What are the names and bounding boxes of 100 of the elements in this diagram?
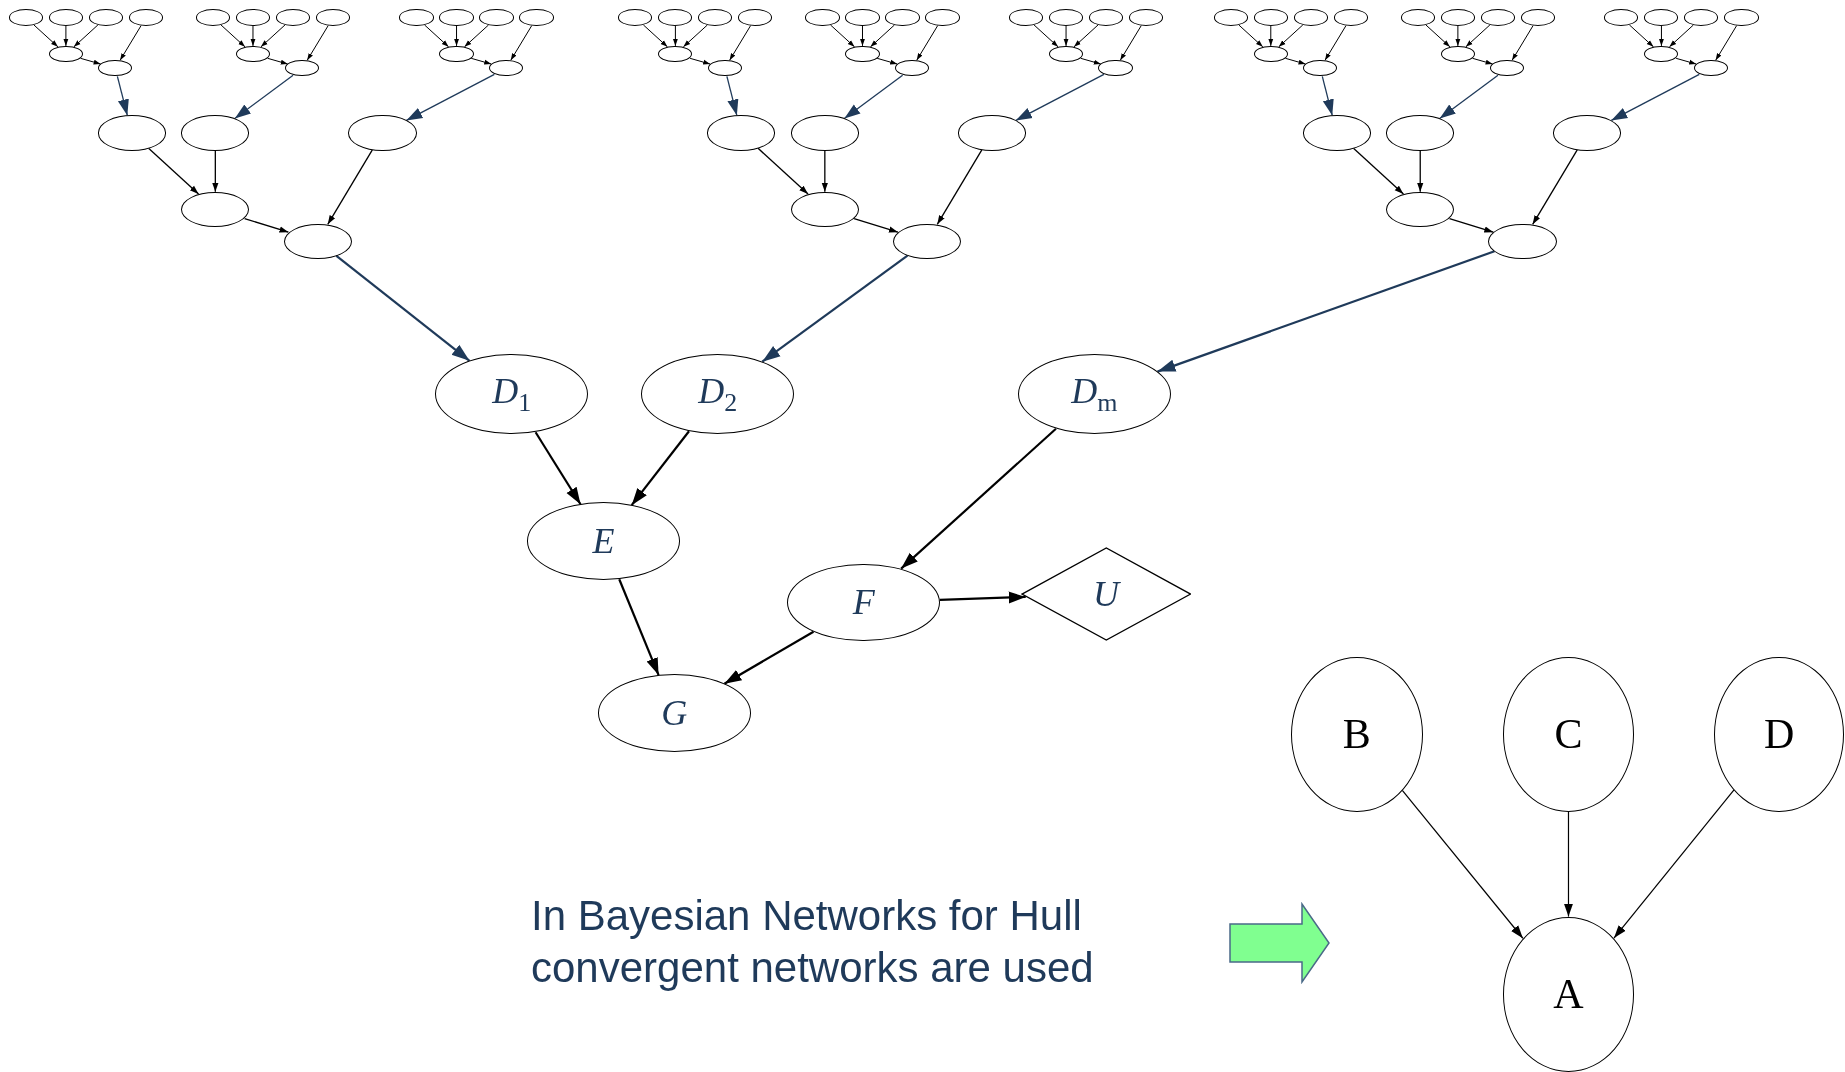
ellipse-node [48, 45, 83, 63]
ellipse-node [98, 60, 133, 77]
ellipse-node [738, 9, 773, 26]
arrow [900, 428, 1057, 570]
arrow [936, 149, 983, 225]
ellipse-node [925, 9, 960, 26]
arrow [260, 24, 286, 48]
ellipse-node [805, 9, 840, 26]
arrow [1613, 789, 1735, 939]
ellipse-node [181, 115, 250, 151]
arrow [1119, 25, 1142, 61]
arrow [1268, 25, 1274, 47]
arrow [250, 25, 256, 47]
node-label: G [661, 692, 688, 735]
arrow [618, 578, 660, 676]
arrow [534, 431, 582, 505]
arrow [470, 57, 492, 65]
ellipse-node [893, 223, 962, 259]
arrow [916, 25, 939, 61]
arrow [821, 149, 828, 193]
arrow [869, 24, 895, 48]
arrow [73, 24, 99, 48]
ellipse-node [1644, 45, 1679, 63]
arrow [1439, 74, 1499, 120]
arrow [220, 24, 246, 48]
ellipse-node [1333, 9, 1368, 26]
arrow [80, 57, 102, 65]
ellipse-node [1089, 9, 1124, 26]
node-label: C [1554, 710, 1583, 759]
arrow [672, 25, 678, 47]
ellipse-node [1303, 60, 1338, 77]
ellipse-node [235, 45, 270, 63]
ellipse-node [1440, 45, 1475, 63]
arrow [1238, 24, 1264, 48]
arrow [829, 24, 855, 48]
arrow [682, 24, 708, 48]
ellipse-node [519, 9, 554, 26]
arrow [306, 25, 329, 61]
node-label: F [852, 581, 875, 624]
node-label: E [592, 520, 615, 563]
arrow [642, 24, 668, 48]
ellipse-node [181, 191, 250, 228]
ellipse-node [1400, 9, 1435, 26]
arrow [761, 254, 909, 363]
ellipse-node [1553, 115, 1622, 151]
node-label: D$_{2}$ [698, 370, 738, 419]
ellipse-node [658, 9, 693, 26]
arrow [1015, 73, 1105, 122]
ellipse-node [618, 9, 653, 26]
arrow [876, 57, 898, 65]
arrow [1610, 73, 1700, 122]
ellipse-node [1644, 9, 1679, 26]
arrow [1659, 25, 1664, 47]
ellipse-node [790, 191, 859, 228]
ellipse-node [1009, 9, 1044, 26]
arrow [147, 147, 200, 195]
arrow [1425, 24, 1451, 48]
node-label: D$_{1}$ [492, 370, 532, 419]
ellipse-node [1480, 9, 1515, 26]
arrow [1033, 24, 1059, 48]
arrow [1511, 25, 1534, 61]
arrow [723, 630, 815, 685]
arrow [1073, 24, 1099, 48]
arrow [212, 149, 219, 193]
ellipse-node [1386, 191, 1455, 228]
diamond-node [1020, 547, 1192, 642]
ellipse-node [48, 9, 83, 26]
ellipse-node [845, 9, 880, 26]
arrow [853, 217, 899, 233]
ellipse-node [1440, 9, 1475, 26]
ellipse-node [1488, 223, 1557, 259]
arrow [1715, 25, 1738, 61]
ellipse-node [88, 9, 123, 26]
ellipse-node [1049, 9, 1084, 26]
ellipse-node [315, 9, 351, 26]
ellipse-node [1520, 9, 1555, 26]
arrow [757, 147, 809, 195]
arrow [1417, 149, 1424, 193]
ellipse-node [97, 115, 166, 151]
arrow [1401, 789, 1524, 939]
arrow [1324, 25, 1347, 61]
ellipse-node [1293, 9, 1328, 26]
ellipse-node [285, 60, 320, 77]
arrow [1668, 24, 1694, 48]
node-label: D [1763, 710, 1795, 759]
arrow [1157, 250, 1495, 373]
ellipse-node [128, 9, 163, 26]
ellipse-node [1098, 60, 1133, 77]
arrow [1465, 24, 1491, 48]
arrow [424, 24, 450, 48]
arrow [689, 57, 711, 65]
arrow [939, 591, 1026, 604]
ellipse-node [707, 115, 776, 151]
arrow [267, 57, 289, 65]
arrow [116, 75, 129, 117]
arrow [327, 149, 373, 225]
ellipse-node [1129, 9, 1164, 26]
arrow [335, 255, 471, 362]
note-text: In Bayesian Networks for Hull convergent networks are used [531, 891, 1095, 993]
ellipse-node [1693, 60, 1728, 77]
